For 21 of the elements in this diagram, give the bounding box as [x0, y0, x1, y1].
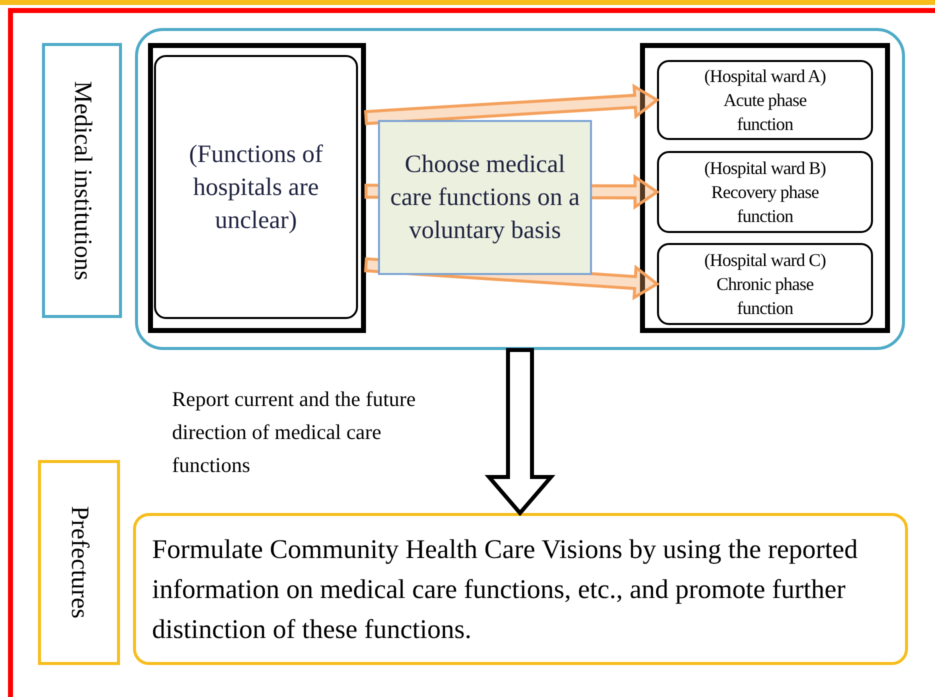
block-arrow	[364, 257, 660, 300]
box-text: Formulate Community Health Care Visions by using the reported information on medical care functions, etc., and promote further distinction of these functions.	[152, 533, 859, 646]
block-arrow	[364, 174, 660, 210]
process-box	[133, 513, 908, 665]
box-text: Choose medical care functions on a voluntary basis	[389, 150, 581, 246]
ward-box	[657, 243, 873, 325]
process-box	[378, 120, 592, 275]
side-label-box	[42, 43, 122, 318]
box-text: (Hospital ward A) Acute phase function	[703, 65, 827, 136]
box-text: (Hospital ward C) Chronic phase function	[703, 249, 827, 320]
side-label: Medical institutions	[68, 80, 97, 280]
box-text: (Hospital ward B) Recovery phase function	[703, 157, 827, 228]
group-container	[135, 28, 905, 350]
side-label-box	[38, 460, 120, 665]
side-label: Prefectures	[65, 506, 94, 619]
frame-box	[640, 43, 890, 333]
box-text: (Functions of hospitals are unclear)	[188, 140, 324, 236]
block-arrow	[484, 348, 556, 516]
ward-box	[657, 60, 873, 140]
block-arrow	[364, 84, 660, 126]
ward-box	[657, 151, 873, 233]
